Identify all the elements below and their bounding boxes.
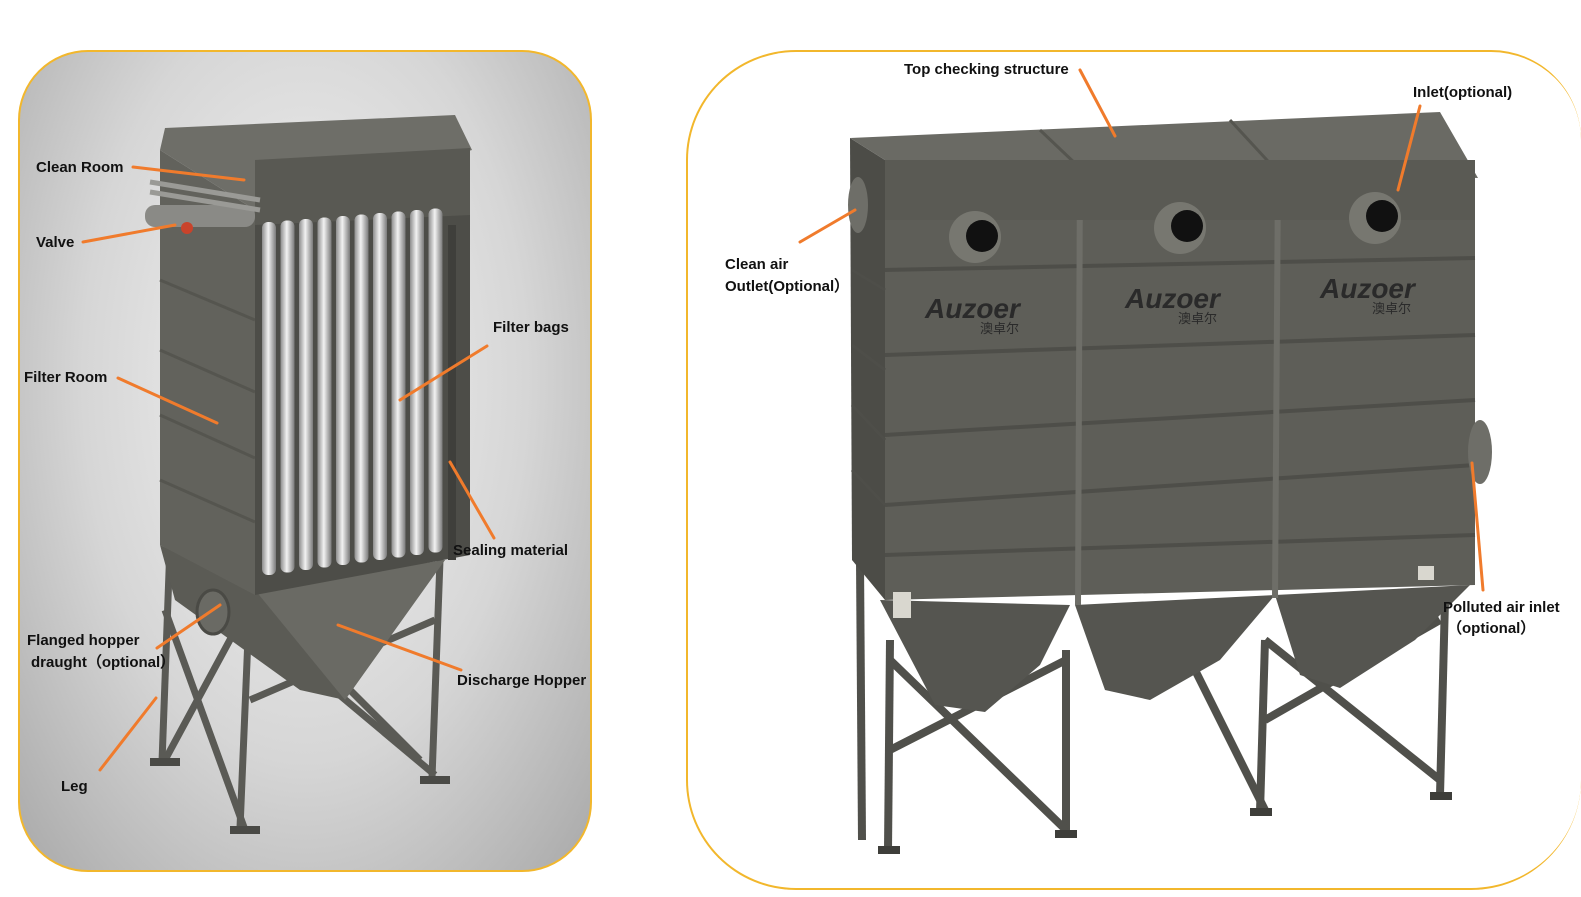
svg-text:澳卓尔: 澳卓尔 — [1372, 301, 1411, 317]
leader-filter-bags — [398, 344, 489, 402]
label-clean-air-outlet-line1: Clean air — [725, 256, 789, 273]
right-clean-air-outlet — [848, 177, 868, 233]
label-discharge-hopper: Discharge Hopper — [457, 672, 587, 689]
right-filter-housing — [885, 160, 1475, 600]
right-inlet-ports — [949, 192, 1401, 263]
label-polluted-air-inlet-line1: Polluted air inlet — [1443, 599, 1560, 616]
leader-leg — [98, 696, 158, 772]
brand-logo-3: Auzoer 澳卓尔 — [1319, 273, 1417, 317]
label-filter-bags: Filter bags — [493, 319, 569, 336]
label-leg: Leg — [61, 778, 88, 795]
label-top-checking-structure: Top checking structure — [904, 61, 1069, 78]
label-sealing-material: Sealing material — [453, 542, 569, 559]
brand-logo-2: Auzoer 澳卓尔 — [1124, 283, 1222, 327]
right-hopper-1 — [880, 600, 1070, 712]
filter-bag — [262, 222, 276, 575]
filter-bag — [428, 208, 443, 553]
filter-bag — [373, 213, 387, 560]
filter-bag — [391, 211, 406, 558]
left-dust-collector — [145, 115, 472, 834]
filter-bag — [280, 220, 295, 573]
right-dust-collector — [848, 112, 1492, 854]
left-valve-pipe — [145, 205, 255, 227]
svg-text:Auzoer: Auzoer — [1319, 273, 1417, 304]
filter-bag — [354, 214, 369, 563]
right-hopper-2 — [1075, 595, 1275, 700]
svg-text:澳卓尔: 澳卓尔 — [1178, 311, 1217, 327]
leader-top-checking — [1078, 68, 1117, 138]
label-flanged-hopper-line1: Flanged hopper — [27, 632, 140, 649]
filter-bag — [336, 216, 350, 565]
label-clean-room: Clean Room — [36, 159, 124, 176]
leader-valve — [81, 223, 177, 244]
svg-text:Auzoer: Auzoer — [1124, 283, 1222, 314]
right-hopper-3 — [1275, 585, 1470, 688]
leader-polluted-air-inlet — [1470, 461, 1485, 592]
label-inlet: Inlet(optional) — [1413, 84, 1513, 101]
brand-logo-1: Auzoer 澳卓尔 — [924, 293, 1022, 337]
left-filter-bags — [262, 208, 443, 575]
filter-bag — [299, 219, 313, 570]
leader-filter-room — [116, 376, 219, 425]
svg-text:Auzoer: Auzoer — [924, 293, 1022, 324]
leader-clean-room — [131, 165, 246, 182]
leader-inlet — [1396, 104, 1422, 192]
right-polluted-air-inlet — [1468, 420, 1492, 484]
filter-bag — [317, 217, 332, 568]
right-diagram-panel — [686, 50, 1581, 890]
leader-discharge-hopper — [336, 623, 463, 672]
label-polluted-air-inlet-line2: （optional） — [1447, 620, 1536, 637]
label-valve: Valve — [36, 234, 75, 251]
svg-text:澳卓尔: 澳卓尔 — [980, 321, 1019, 337]
leader-sealing-material — [448, 460, 496, 540]
label-flanged-hopper-line2: draught（optional） — [31, 654, 176, 671]
label-clean-air-outlet-line2: Outlet(Optional） — [725, 278, 850, 295]
filter-bag — [410, 210, 424, 555]
leader-flanged-hopper — [155, 603, 222, 650]
label-filter-room: Filter Room — [24, 369, 108, 386]
leader-clean-air-outlet — [798, 208, 857, 244]
